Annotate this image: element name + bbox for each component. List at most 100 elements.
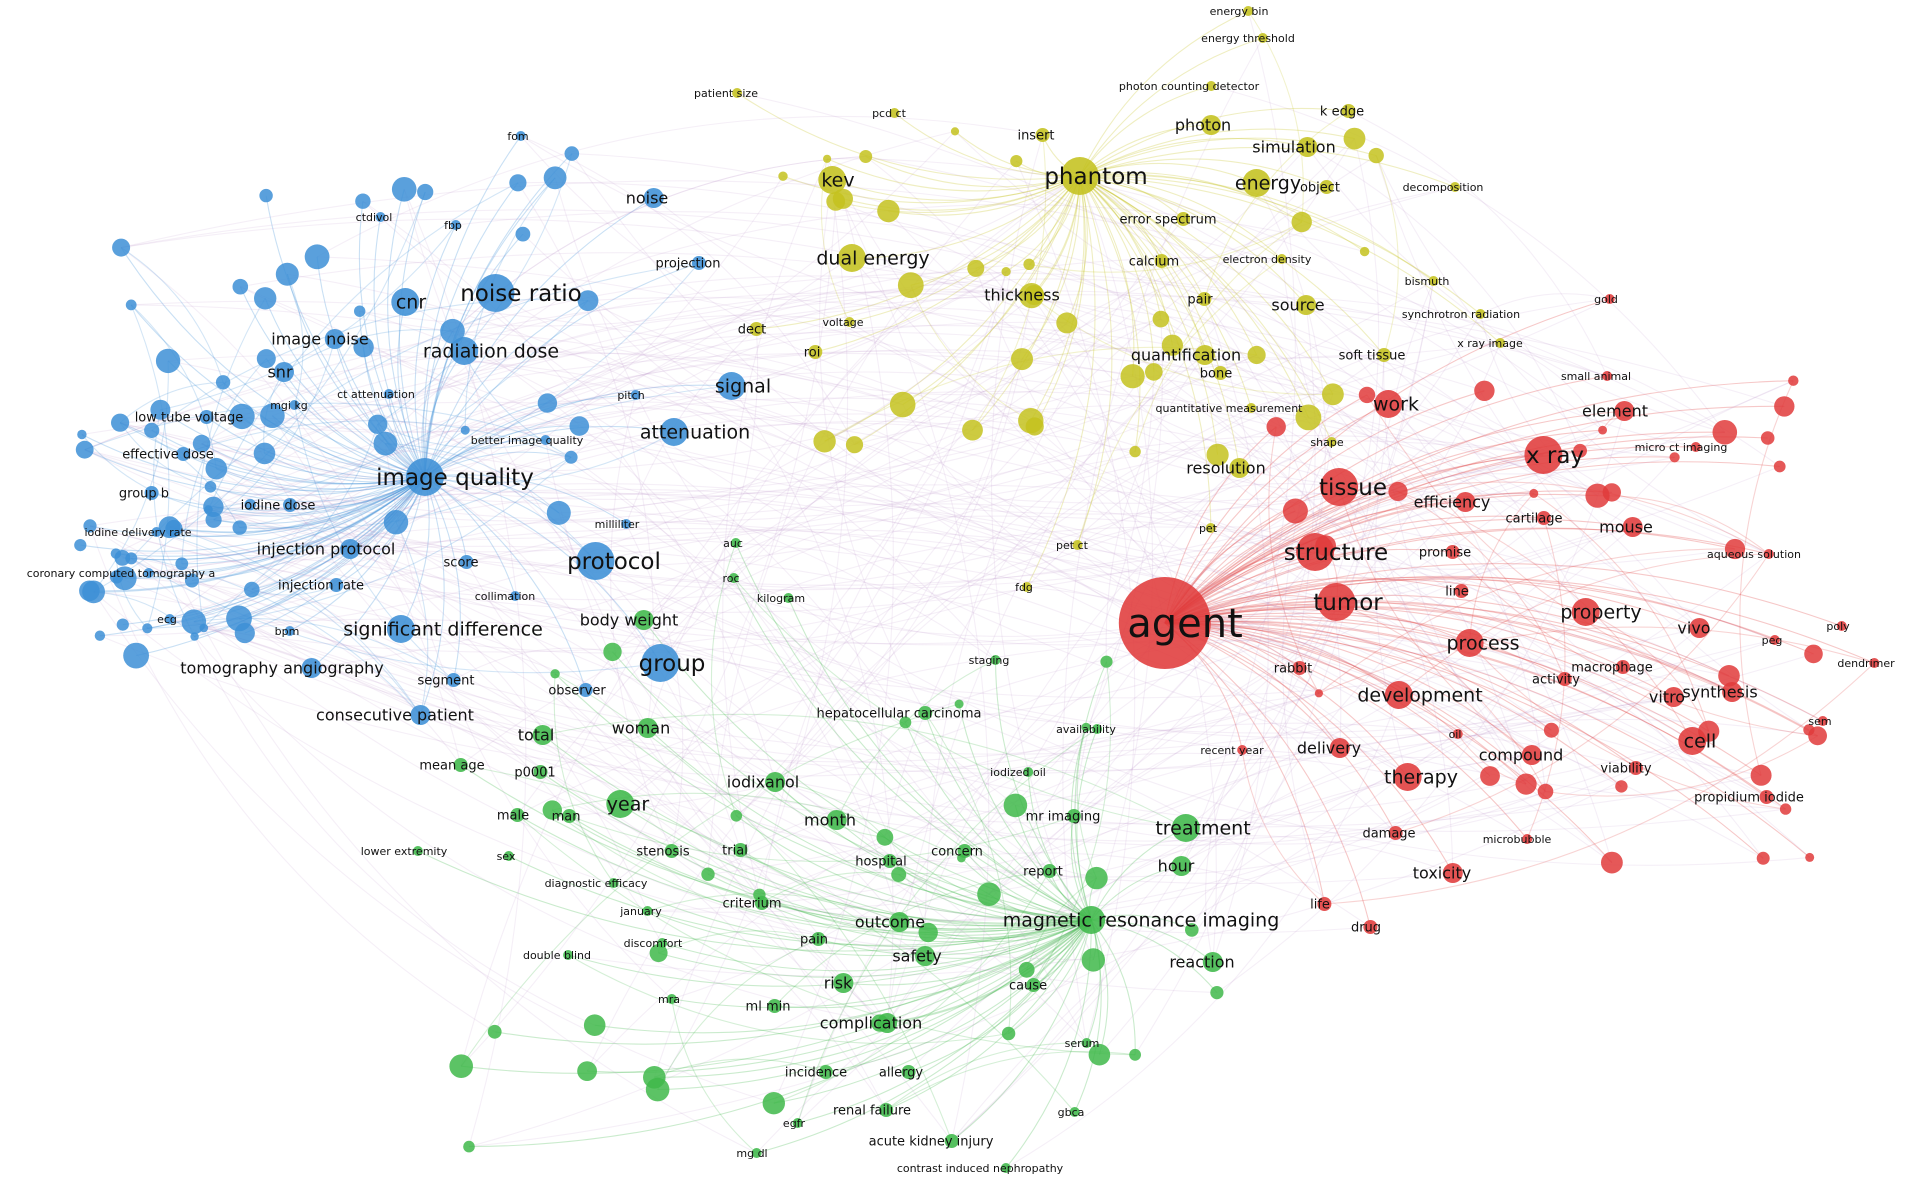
link xyxy=(1203,298,1269,963)
node-label: iodixanol xyxy=(727,773,799,792)
node-label: hospital xyxy=(855,855,907,870)
node-bubble xyxy=(1869,658,1880,668)
node-bubble xyxy=(1129,1048,1141,1061)
link-to-hub xyxy=(461,919,1092,1074)
link-to-hub xyxy=(122,476,426,561)
link-to-hub xyxy=(1164,527,1736,624)
link xyxy=(653,155,1377,1078)
link xyxy=(238,617,1622,842)
node-bubble xyxy=(1522,834,1533,844)
node-label: kilogram xyxy=(757,592,805,605)
link xyxy=(363,346,1544,515)
link xyxy=(349,256,1282,550)
node-bubble xyxy=(1118,577,1211,669)
link-to-hub xyxy=(89,476,426,592)
node-bubble xyxy=(142,623,153,634)
link xyxy=(1375,155,1810,731)
node-label: attenuation xyxy=(640,422,750,444)
node-label: noise xyxy=(626,189,669,208)
node-label: x ray xyxy=(1526,443,1584,469)
link-to-hub xyxy=(289,476,426,632)
node-label: pet xyxy=(1199,522,1218,535)
link-to-hub xyxy=(1164,622,1491,777)
node-bubble xyxy=(1322,383,1344,406)
node-bubble xyxy=(1024,285,1045,305)
link-to-hub xyxy=(1074,919,1102,1113)
node-label: image noise xyxy=(271,330,368,349)
node-bubble xyxy=(754,896,769,910)
link xyxy=(1203,298,1342,749)
node-label: element xyxy=(1582,402,1648,421)
link-to-hub xyxy=(208,476,426,517)
link xyxy=(385,443,596,562)
node-bubble xyxy=(1724,538,1746,560)
node-bubble xyxy=(751,1148,762,1158)
link xyxy=(886,138,1355,1024)
node-bubble xyxy=(950,127,960,136)
node-bubble xyxy=(889,391,916,418)
node-label: consecutive patient xyxy=(316,706,474,725)
node-label: mgi kg xyxy=(270,399,308,412)
node-bubble xyxy=(1557,672,1572,686)
link-to-hub xyxy=(1164,622,1454,874)
link xyxy=(647,526,1634,912)
node-bubble xyxy=(1442,863,1463,883)
link-to-hub xyxy=(283,371,426,478)
node-bubble xyxy=(641,644,680,682)
link-to-hub xyxy=(424,384,732,478)
link xyxy=(964,371,1155,852)
link xyxy=(130,304,170,629)
node-bubble xyxy=(823,154,832,163)
link xyxy=(899,627,1700,923)
link xyxy=(1383,354,1527,785)
node-label: thickness xyxy=(984,286,1060,305)
link xyxy=(817,431,1725,940)
link xyxy=(420,714,1087,1044)
link-to-hub xyxy=(264,298,426,478)
node-bubble xyxy=(1242,169,1271,197)
link xyxy=(251,424,379,590)
link xyxy=(558,260,1162,514)
link xyxy=(241,271,1007,433)
node-bubble xyxy=(569,416,590,436)
link xyxy=(547,288,1032,404)
node-label: cartilage xyxy=(1506,512,1563,527)
link xyxy=(735,358,1023,817)
node-label: noise ratio xyxy=(460,281,582,307)
node-label: serum xyxy=(1065,1037,1100,1050)
node-label: mean age xyxy=(419,759,484,774)
link xyxy=(201,443,649,912)
node-label: therapy xyxy=(1384,767,1458,789)
link-to-hub xyxy=(334,338,426,478)
node-bubble xyxy=(229,403,255,430)
node-bubble xyxy=(256,349,276,369)
node-label: vitro xyxy=(1649,688,1685,707)
link xyxy=(194,636,888,1024)
link-to-hub xyxy=(1026,175,1096,588)
link xyxy=(1098,354,1385,1056)
node-label: peg xyxy=(1762,634,1783,647)
link xyxy=(516,186,1456,816)
link-to-hub xyxy=(1021,175,1081,360)
link-to-hub xyxy=(1164,600,1733,693)
link xyxy=(643,354,1385,621)
node-label: agent xyxy=(1127,601,1243,647)
link xyxy=(570,456,900,923)
node-bubble xyxy=(232,278,249,295)
node-label: collimation xyxy=(475,590,536,603)
node-bubble xyxy=(967,259,985,277)
link xyxy=(643,435,1544,621)
link xyxy=(362,200,776,783)
node-bubble xyxy=(576,542,615,580)
node-bubble xyxy=(1247,345,1266,365)
link xyxy=(1181,729,1552,867)
node-bubble xyxy=(1081,948,1106,972)
link-to-hub xyxy=(1079,175,1385,356)
link xyxy=(1739,380,1794,776)
link-to-hub xyxy=(756,919,1092,1154)
node-label: diagnostic efficacy xyxy=(545,877,648,890)
link xyxy=(119,318,1162,473)
node-bubble xyxy=(1604,294,1615,304)
node-bubble xyxy=(1537,783,1554,800)
link-to-hub xyxy=(1164,622,1527,785)
